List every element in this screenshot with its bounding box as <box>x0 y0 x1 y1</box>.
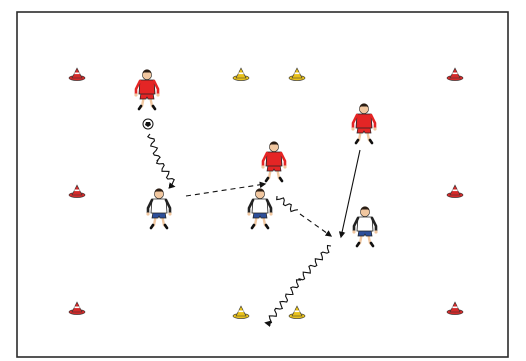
attacker-player-1 <box>134 69 160 130</box>
pass-path-4 <box>299 213 333 237</box>
field-boundary <box>16 11 509 358</box>
dribble-path-3 <box>276 195 298 213</box>
attacker-player-2 <box>261 141 287 183</box>
soccer-ball-icon <box>142 118 154 130</box>
dribble-path-1 <box>146 133 176 189</box>
cone-yellow-3 <box>288 67 306 81</box>
cone-yellow-2 <box>232 67 250 81</box>
cone-yellow-8 <box>232 305 250 319</box>
cone-red-1 <box>68 67 86 81</box>
cone-red-4 <box>446 67 464 81</box>
defender-player-5 <box>247 188 273 230</box>
defender-player-6 <box>352 206 378 248</box>
cones-layer <box>68 67 464 319</box>
cone-red-6 <box>446 184 464 198</box>
attacker-player-3 <box>351 103 377 145</box>
run-path-5 <box>338 149 361 239</box>
cone-red-5 <box>68 184 86 198</box>
cone-red-7 <box>68 301 86 315</box>
pass-path-2 <box>185 181 267 197</box>
dribble-path-6 <box>264 244 332 328</box>
players-layer <box>134 69 378 248</box>
cone-red-10 <box>446 301 464 315</box>
cone-yellow-9 <box>288 305 306 319</box>
movement-paths-layer <box>146 133 361 328</box>
defender-player-4 <box>146 188 172 230</box>
